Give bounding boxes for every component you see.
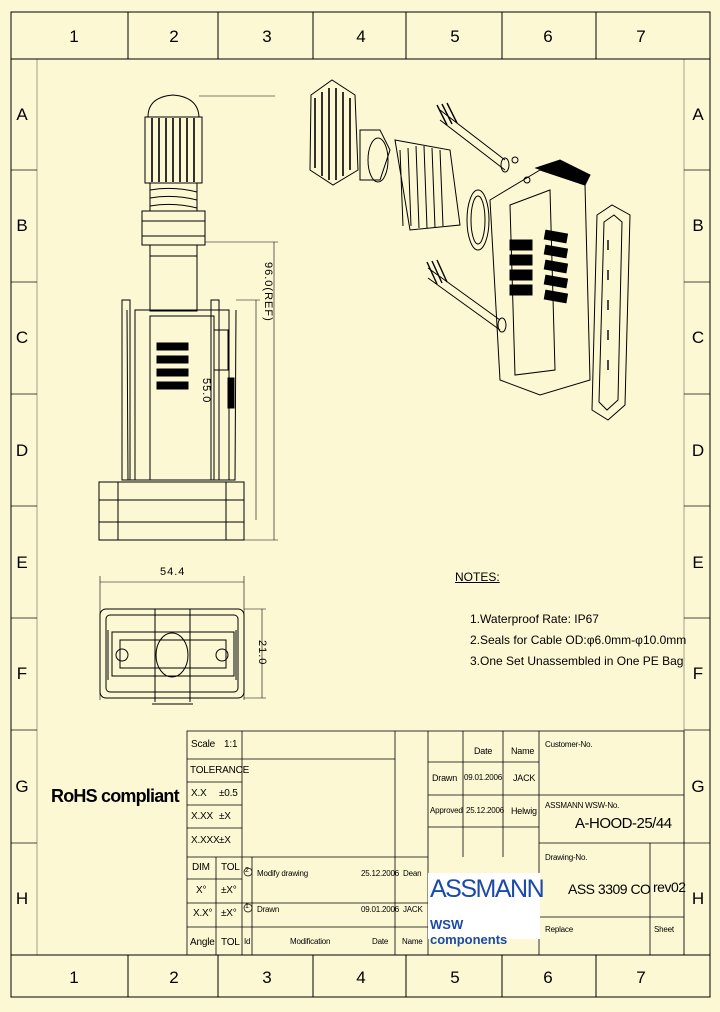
- part-number: A-HOOD-25/44: [575, 815, 672, 832]
- scale-value: 1:1: [224, 739, 238, 750]
- tol-angle-2-val: ±X°: [221, 908, 237, 919]
- grid-col-top-3: 3: [262, 27, 272, 46]
- grid-row-right-a: A: [692, 105, 704, 124]
- tol-row-2-key: X.XX: [191, 811, 213, 822]
- top-view-drawing: [99, 576, 266, 705]
- tolerance-label: TOLERANCE: [190, 765, 250, 776]
- rev-2-name: JACK: [403, 905, 423, 914]
- grid-row-left-f: F: [16, 664, 28, 683]
- note-2: 2.Seals for Cable OD:φ6.0mm-φ10.0mm: [470, 633, 687, 647]
- tol-row-2-val: ±X: [219, 811, 231, 822]
- grid-row-left-e: E: [16, 553, 28, 572]
- approved-label: Approved: [430, 806, 463, 815]
- replace-label: Replace: [545, 925, 573, 934]
- rev-2-mod: Drawn: [257, 905, 280, 914]
- tol-row-3-key: X.XXX: [191, 835, 220, 846]
- grid-row-right-h: H: [691, 889, 705, 908]
- dim-label: DIM: [192, 862, 210, 873]
- rev-header-name: Name: [402, 937, 423, 946]
- rev-2-id: 1: [245, 903, 249, 910]
- grid-row-right-f: F: [692, 664, 704, 683]
- rev-1-name: Dean: [403, 869, 422, 878]
- scale-label: Scale: [191, 739, 216, 750]
- grid-col-top-1: 1: [69, 27, 79, 46]
- grid-row-right-e: E: [692, 553, 704, 572]
- rev-header-mod: Modification: [290, 937, 331, 946]
- tol-angle-1-val: ±X°: [221, 885, 237, 896]
- drawn-name: JACK: [513, 773, 536, 783]
- grid-row-left-b: B: [16, 216, 28, 235]
- grid-row-right-g: G: [691, 777, 705, 796]
- grid-row-left-d: D: [15, 441, 29, 460]
- angle-label: Angle: [190, 937, 215, 948]
- grid-row-right-b: B: [692, 216, 704, 235]
- grid-col-bottom-2: 2: [169, 968, 179, 987]
- grid-row-left-a: A: [16, 105, 28, 124]
- tol-angle-1-key: X°: [196, 885, 207, 896]
- rev-1-mod: Modify drawing: [257, 869, 309, 878]
- logo-sub-text: WSW components: [430, 917, 508, 947]
- logo-brand-text: ASSMANN: [430, 875, 545, 903]
- assmann-logo: ASSMANN WSW components: [428, 873, 545, 947]
- angle-tol-label: TOL: [221, 937, 240, 948]
- grid-col-top-6: 6: [543, 27, 553, 46]
- dimension-depth-label: 21.0: [256, 640, 268, 666]
- dimension-height-label: 55.0: [200, 378, 212, 404]
- rev-1-date: 25.12.2006: [361, 869, 400, 878]
- drawing-no-label: Drawing-No.: [545, 853, 588, 862]
- date-header: Date: [474, 746, 493, 756]
- grid-col-top-5: 5: [450, 27, 460, 46]
- approved-name: Helwig: [511, 806, 537, 816]
- rev-header-date: Date: [372, 937, 389, 946]
- grid-row-right-d: D: [691, 441, 705, 460]
- name-header: Name: [511, 746, 535, 756]
- drawn-label: Drawn: [432, 773, 458, 783]
- grid-col-top-4: 4: [356, 27, 366, 46]
- tol-row-3-val: ±X: [219, 835, 231, 846]
- dimension-ref-label: 96.0(REF): [262, 262, 274, 322]
- grid-row-right-c: C: [691, 328, 705, 347]
- tol-label: TOL: [221, 862, 240, 873]
- notes-title: NOTES:: [455, 570, 500, 584]
- note-3: 3.One Set Unassembled in One PE Bag: [470, 654, 684, 668]
- title-block-lines: [186, 730, 685, 956]
- approved-date: 25.12.2006: [466, 806, 505, 815]
- tol-row-1-val: ±0.5: [219, 788, 238, 799]
- tol-angle-2-key: X.X°: [193, 908, 213, 919]
- assmann-no-label: ASSMANN WSW-No.: [545, 801, 620, 810]
- side-view-drawing: [98, 94, 278, 541]
- sheet-label: Sheet: [654, 925, 674, 934]
- grid-row-left-h: H: [15, 889, 29, 908]
- grid-row-left-g: G: [15, 777, 29, 796]
- grid-row-left-c: C: [15, 328, 29, 347]
- grid-col-bottom-3: 3: [262, 968, 272, 987]
- grid-col-top-7: 7: [636, 27, 646, 46]
- note-1: 1.Waterproof Rate: IP67: [470, 612, 599, 626]
- dimension-width-label: 54.4: [160, 566, 186, 578]
- rev-header-id: Id: [244, 937, 251, 946]
- grid-col-bottom-4: 4: [356, 968, 366, 987]
- customer-no-label: Customer-No.: [545, 740, 593, 749]
- grid-col-top-2: 2: [169, 27, 179, 46]
- rohs-label: RoHS compliant: [51, 786, 180, 806]
- tol-row-1-key: X.X: [191, 788, 207, 799]
- revision-value: rev02: [653, 879, 686, 895]
- rev-2-date: 09.01.2006: [361, 905, 400, 914]
- grid-col-bottom-1: 1: [69, 968, 79, 987]
- exploded-view-drawing: [309, 79, 631, 421]
- drawn-date: 09.01.2006: [464, 773, 503, 782]
- grid-col-bottom-5: 5: [450, 968, 460, 987]
- drawing-no: ASS 3309 CO: [568, 881, 651, 897]
- rev-1-id: 2: [245, 867, 249, 874]
- grid-col-bottom-6: 6: [543, 968, 553, 987]
- grid-col-bottom-7: 7: [636, 968, 646, 987]
